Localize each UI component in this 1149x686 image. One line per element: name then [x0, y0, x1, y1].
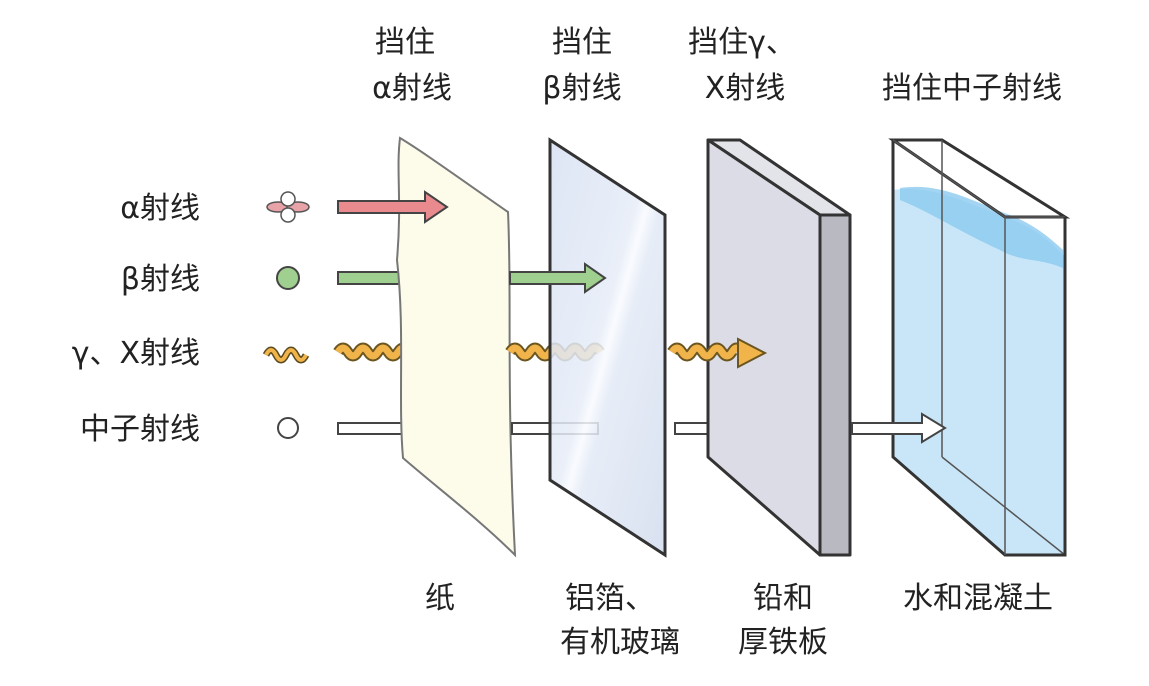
paper-sheet: [395, 136, 517, 558]
alpha-arrow: [337, 190, 449, 224]
beta-particle-icon: [276, 266, 300, 290]
material-label-water: 水和混凝土: [903, 581, 1053, 616]
top-label-beta-line1: 挡住: [552, 25, 612, 60]
top-label-beta-line2: β射线: [542, 71, 621, 106]
ray-label-beta: β射线: [121, 262, 200, 297]
top-label-neutron: 挡住中子射线: [882, 71, 1062, 106]
material-label-aluminum-line1: 铝箔、: [565, 581, 655, 616]
material-label-lead-line1: 铅和: [753, 581, 813, 616]
aluminum-glass-panel: [548, 137, 667, 558]
neutron-icon: [277, 417, 299, 439]
top-label-gamma-line1: 挡住γ、: [688, 25, 796, 60]
gamma-arrow-fill: [669, 344, 742, 360]
top-label-alpha-line1: 挡住: [375, 25, 435, 60]
ray-label-neutron: 中子射线: [80, 412, 200, 447]
ray-label-alpha: α射线: [120, 191, 200, 226]
wave-icon-fill: [264, 348, 308, 362]
material-label-aluminum-line2: 有机玻璃: [560, 625, 680, 660]
alpha-particle-icon: [266, 191, 310, 223]
neutron-arrow: [851, 412, 947, 444]
top-label-gamma-line2: X射线: [705, 71, 786, 106]
ray-label-gamma: γ、X射线: [72, 336, 200, 371]
gamma-arrowhead: [737, 337, 768, 369]
material-label-lead-line2: 厚铁板: [738, 625, 828, 660]
water-concrete-tank: [888, 138, 1071, 557]
beta-arrow: [509, 262, 607, 294]
material-label-paper: 纸: [425, 581, 455, 616]
top-label-alpha-line2: α射线: [372, 71, 452, 106]
